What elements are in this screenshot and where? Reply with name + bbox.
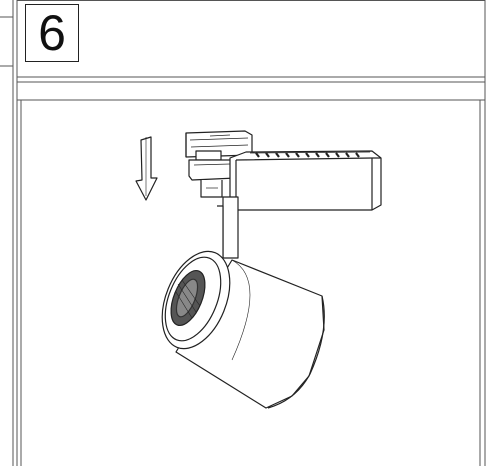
step-number: 6: [38, 5, 66, 61]
track-adapter: [185, 130, 253, 198]
arm-stem: [217, 196, 239, 259]
lamp-head: [161, 250, 325, 409]
driver-housing: [229, 150, 382, 211]
step-number-box: 6: [25, 4, 79, 62]
arrow-down-icon: [135, 136, 158, 201]
